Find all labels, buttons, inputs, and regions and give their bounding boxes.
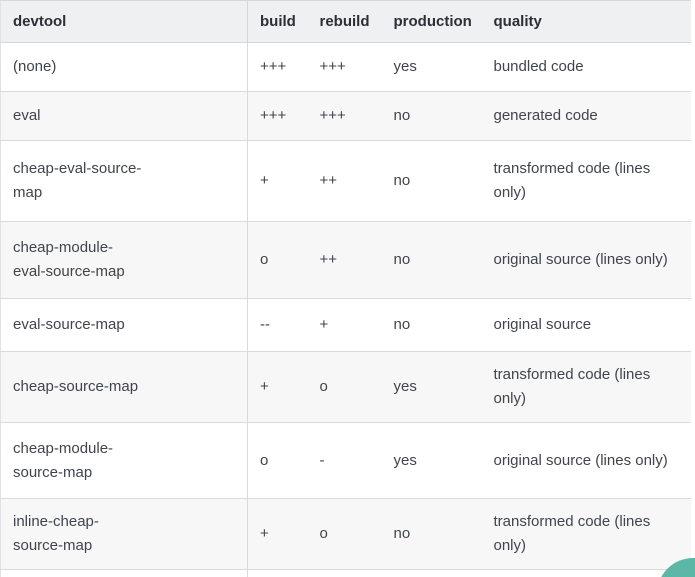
- devtool-cell: eval-source-map: [0, 298, 248, 352]
- table-row: cheap-source-map + o yes transformed cod…: [0, 351, 691, 423]
- production-cell: no: [381, 221, 482, 299]
- devtool-cell: eval: [0, 91, 248, 141]
- rebuild-cell: +++: [307, 42, 382, 92]
- rebuild-cell: o: [307, 498, 382, 570]
- table-row: cheap-module- eval-source-map o ++ no or…: [0, 221, 691, 299]
- column-header-build: build: [247, 0, 308, 43]
- build-cell: +++: [247, 91, 308, 141]
- rebuild-cell: +: [307, 298, 382, 352]
- production-cell: yes: [381, 42, 482, 92]
- devtool-cell: cheap-module- source-map: [0, 422, 248, 499]
- build-cell: [247, 569, 308, 577]
- rebuild-cell: [307, 569, 382, 577]
- quality-cell: original source: [481, 298, 691, 352]
- build-cell: +++: [247, 42, 308, 92]
- column-header-quality: quality: [481, 0, 691, 43]
- column-header-production: production: [381, 0, 482, 43]
- production-cell: no: [381, 140, 482, 222]
- quality-cell: bundled code: [481, 42, 691, 92]
- table-row: (none) +++ +++ yes bundled code: [0, 42, 691, 92]
- quality-cell: transformed code (lines only): [481, 351, 691, 423]
- devtool-cell: (none): [0, 42, 248, 92]
- devtool-cell: cheap-module- eval-source-map: [0, 221, 248, 299]
- production-cell: yes: [381, 422, 482, 499]
- table-row: eval-source-map -- + no original source: [0, 298, 691, 352]
- quality-cell: generated code: [481, 91, 691, 141]
- production-cell: yes: [381, 351, 482, 423]
- production-cell: no: [381, 91, 482, 141]
- quality-cell: transformed code (lines only): [481, 498, 691, 570]
- rebuild-cell: ++: [307, 221, 382, 299]
- table-row: inline-cheap- source-map + o no transfor…: [0, 498, 691, 570]
- table-row-partial: [0, 569, 691, 577]
- build-cell: +: [247, 351, 308, 423]
- rebuild-cell: ++: [307, 140, 382, 222]
- table-row: eval +++ +++ no generated code: [0, 91, 691, 141]
- devtool-cell: cheap-source-map: [0, 351, 248, 423]
- column-header-rebuild: rebuild: [307, 0, 382, 43]
- build-cell: +: [247, 140, 308, 222]
- build-cell: +: [247, 498, 308, 570]
- production-cell: no: [381, 298, 482, 352]
- rebuild-cell: +++: [307, 91, 382, 141]
- quality-cell: [481, 569, 691, 577]
- quality-cell: transformed code (lines only): [481, 140, 691, 222]
- devtool-cell: inline-cheap- source-map: [0, 498, 248, 570]
- build-cell: o: [247, 221, 308, 299]
- build-cell: --: [247, 298, 308, 352]
- column-header-devtool: devtool: [0, 0, 248, 43]
- table-row: cheap-module- source-map o - yes origina…: [0, 422, 691, 499]
- table-header-row: devtool build rebuild production quality: [0, 0, 691, 43]
- table-row: cheap-eval-source- map + ++ no transform…: [0, 140, 691, 222]
- rebuild-cell: -: [307, 422, 382, 499]
- build-cell: o: [247, 422, 308, 499]
- quality-cell: original source (lines only): [481, 422, 691, 499]
- production-cell: no: [381, 498, 482, 570]
- devtool-cell: [0, 569, 248, 577]
- production-cell: [381, 569, 482, 577]
- devtool-cell: cheap-eval-source- map: [0, 140, 248, 222]
- rebuild-cell: o: [307, 351, 382, 423]
- quality-cell: original source (lines only): [481, 221, 691, 299]
